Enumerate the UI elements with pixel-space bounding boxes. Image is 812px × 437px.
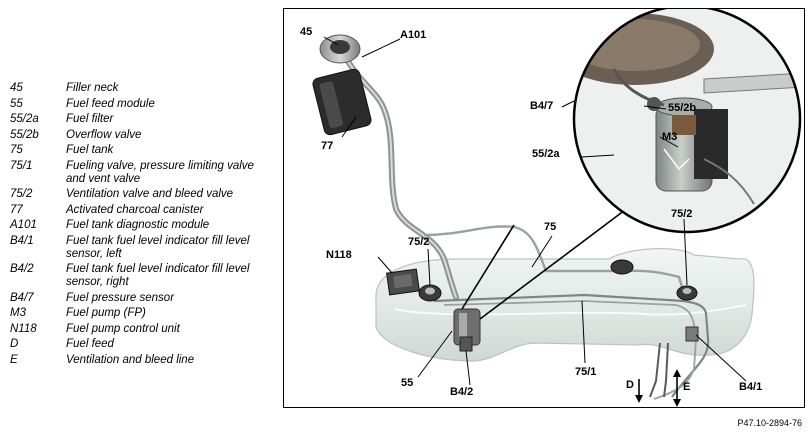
callout-d: D: [626, 379, 634, 391]
legend-description: Activated charcoal canister: [66, 203, 204, 216]
legend-code: D: [10, 338, 19, 350]
valve-top: [610, 259, 634, 275]
zoom-circle: [572, 9, 802, 234]
figure-reference-number: P47.10-2894-76: [737, 418, 802, 428]
legend-code: N118: [10, 322, 37, 335]
sensor-b4-2: [459, 336, 473, 352]
legend-code: 45: [10, 82, 23, 94]
legend-row: 55 Fuel feed module: [10, 98, 271, 111]
callout-a101: A101: [400, 29, 427, 41]
callout-e: E: [683, 381, 691, 393]
legend-description: Fuel tank diagnostic module: [66, 219, 210, 231]
legend-row: 55/2a Fuel filter: [10, 113, 271, 126]
legend-row: 75/2 Ventilation valve and bleed valve: [10, 188, 271, 201]
legend-row: B4/2 Fuel tank fuel level indicator fill …: [10, 263, 271, 289]
callout-b4-7: B4/7: [530, 100, 554, 112]
legend-description: Ventilation valve and bleed valve: [66, 188, 234, 200]
legend-code: 55/2b: [10, 128, 39, 141]
callout-75-2-left: 75/2: [408, 236, 430, 248]
legend-description: Fuel pressure sensor: [66, 291, 175, 304]
legend-description: Fueling valve, pressure limiting valve a…: [66, 159, 254, 185]
legend-code: 75/2: [10, 188, 33, 200]
callout-45: 45: [300, 26, 313, 38]
legend-code: 55: [10, 97, 23, 110]
legend-row: B4/7 Fuel pressure sensor: [10, 292, 271, 305]
legend-description: Fuel feed module: [66, 97, 155, 110]
legend-description: Fuel tank fuel level indicator fill leve…: [66, 263, 250, 288]
legend-code: B4/1: [10, 234, 34, 247]
legend-code: A101: [10, 219, 37, 231]
legend-row: N118 Fuel pump control unit: [10, 323, 271, 336]
legend-row: M3 Fuel pump (FP): [10, 307, 271, 320]
callout-55: 55: [401, 377, 414, 389]
fuel-system-diagram: 45 A101 77 B4/7 55/2b M3 55/2a 75 75/2 7…: [283, 8, 805, 408]
legend-row: D Fuel feed: [10, 338, 271, 351]
legend-row: E Ventilation and bleed line: [10, 354, 271, 367]
sensor-b4-1: [685, 326, 699, 342]
legend-row: A101 Fuel tank diagnostic module: [10, 219, 271, 232]
diagram-illustration: [312, 9, 802, 407]
legend-row: 55/2b Overflow valve: [10, 129, 271, 142]
legend-code: 75/1: [10, 159, 33, 172]
legend-description: Fuel filter: [66, 113, 114, 125]
zoom-detail: [574, 9, 800, 232]
callout-55-2a: 55/2a: [532, 148, 560, 160]
legend-description: Fuel feed: [66, 338, 114, 350]
legend-description: Filler neck: [66, 82, 119, 94]
legend-code: 75: [10, 144, 23, 156]
legend-row: 77 Activated charcoal canister: [10, 204, 271, 217]
legend-code: 55/2a: [10, 113, 39, 125]
callout-m3: M3: [662, 131, 678, 143]
legend-row: 75 Fuel tank: [10, 144, 271, 157]
legend-description: Fuel pump (FP): [66, 307, 146, 319]
ventilation-line: [423, 225, 686, 295]
legend-code: B4/7: [10, 291, 34, 304]
callout-77: 77: [321, 140, 334, 152]
legend-description: Overflow valve: [66, 128, 142, 141]
callout-b4-2: B4/2: [450, 386, 474, 398]
callout-n118: N118: [326, 249, 352, 261]
legend-description: Fuel tank: [66, 144, 114, 156]
legend-description: Fuel pump control unit: [66, 322, 180, 335]
legend-row: 75/1 Fueling valve, pressure limiting val…: [10, 160, 271, 186]
legend-code: M3: [10, 307, 26, 319]
callout-75: 75: [544, 221, 557, 233]
legend-description: Ventilation and bleed line: [66, 353, 195, 366]
legend-code: B4/2: [10, 263, 34, 275]
callout-b4-1: B4/1: [739, 381, 763, 393]
legend-code: E: [10, 353, 18, 366]
legend-code: 77: [10, 203, 23, 216]
callout-75-1: 75/1: [575, 366, 597, 378]
callout-55-2b: 55/2b: [668, 102, 697, 114]
legend-row: B4/1 Fuel tank fuel level indicator fill …: [10, 235, 271, 261]
legend-row: 45 Filler neck: [10, 82, 271, 95]
legend-description: Fuel tank fuel level indicator fill leve…: [66, 234, 250, 260]
callout-75-2-right: 75/2: [671, 208, 693, 220]
